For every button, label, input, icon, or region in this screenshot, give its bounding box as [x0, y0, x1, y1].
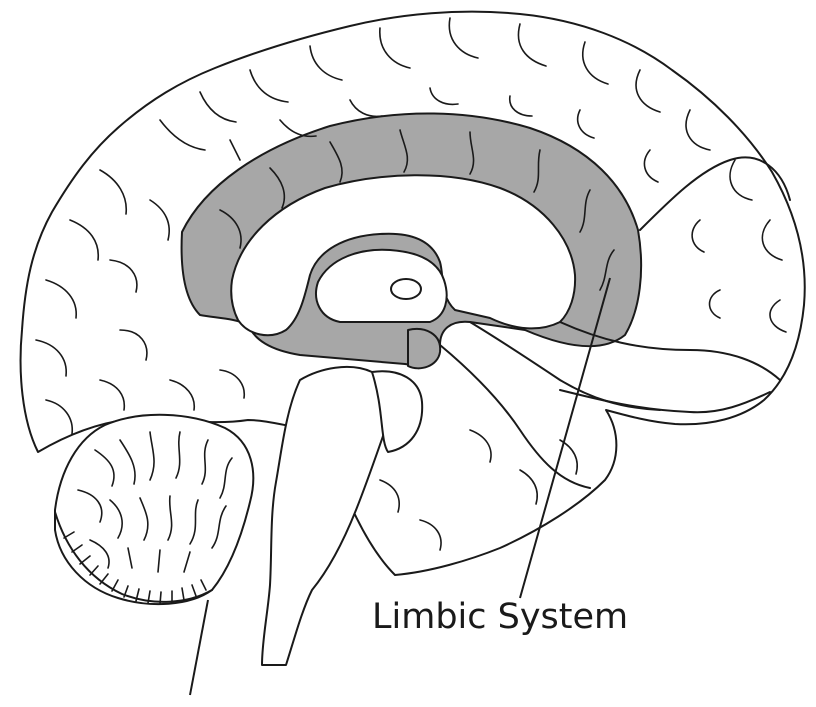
limbic-system-label: Limbic System — [372, 597, 628, 637]
hypothalamus — [408, 329, 440, 368]
interthalamic-adhesion — [391, 279, 421, 299]
lower-leader-line — [190, 600, 208, 695]
